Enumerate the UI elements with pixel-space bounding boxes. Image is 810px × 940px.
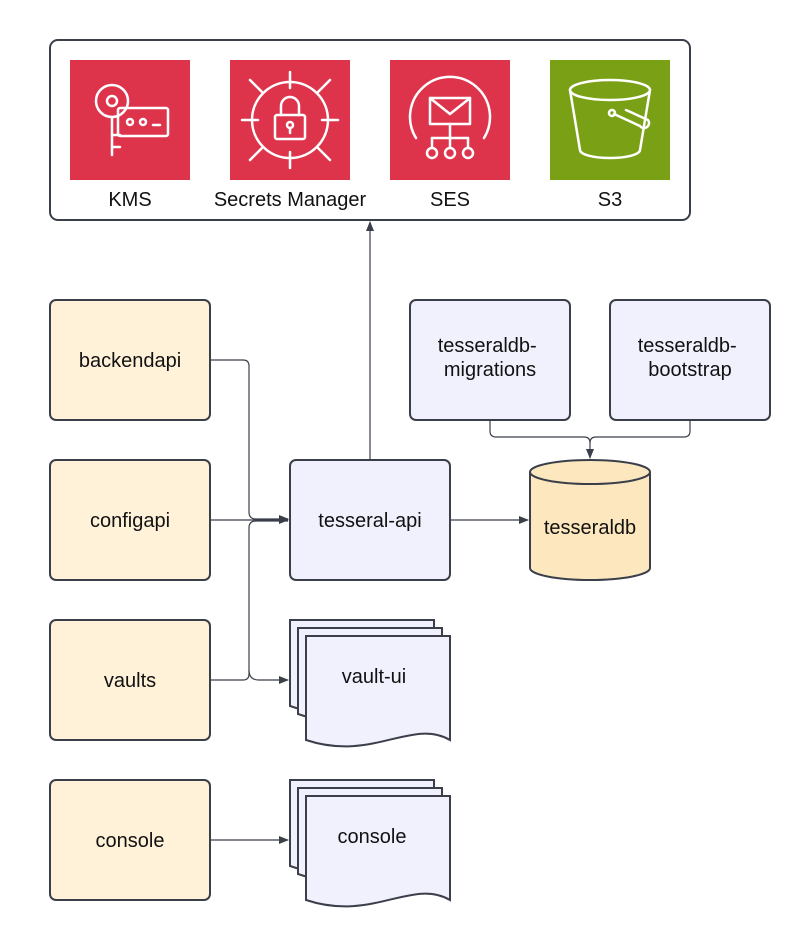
connectors	[210, 221, 691, 844]
ses-label: SES	[430, 189, 470, 211]
node-backendapi: backendapi	[49, 299, 211, 421]
tesseraldb-migrations-label: tesseraldb- migrations	[438, 335, 543, 381]
bucket-icon	[568, 78, 652, 160]
s3-tile	[550, 60, 670, 180]
aws-services-container	[49, 39, 691, 221]
console-ui-label: console	[338, 826, 407, 848]
console-box	[49, 779, 211, 901]
tesseraldb-label: tesseraldb	[544, 517, 636, 539]
backendapi-box	[49, 299, 211, 421]
tesseral-api-box	[289, 459, 451, 581]
tesseraldb-bootstrap-box	[609, 299, 771, 421]
aws-services-group: KMS Secrets Manager	[49, 39, 691, 221]
configapi-label: configapi	[90, 510, 170, 532]
node-vaults: vaults	[49, 619, 211, 741]
connector-backendapi-to-tesseral-api	[210, 359, 289, 523]
console-ui-page-front	[305, 795, 451, 908]
connector-vaults-to-vault-ui	[248, 669, 289, 684]
node-console-ui: console	[289, 779, 451, 908]
node-tesseraldb-migrations: tesseraldb- migrations	[409, 299, 571, 421]
kms-label: KMS	[108, 189, 151, 211]
secrets-manager-service: Secrets Manager	[214, 60, 367, 211]
tesseraldb-migrations-line-2: migrations	[444, 359, 536, 381]
s3-label: S3	[598, 189, 622, 211]
tesseraldb-migrations-box	[409, 299, 571, 421]
tesseraldb-cylinder-body	[529, 472, 651, 581]
tesseraldb-bootstrap-label: tesseraldb- bootstrap	[638, 335, 743, 381]
kms-service: KMS	[70, 60, 190, 211]
vault-ui-page-front	[305, 635, 451, 748]
node-tesseral-api: tesseral-api	[289, 459, 451, 581]
connector-migrations-to-tesseraldb	[489, 420, 594, 459]
connector-bootstrap-to-tesseraldb	[589, 420, 691, 444]
s3-service: S3	[550, 60, 670, 211]
configapi-box	[49, 459, 211, 581]
tesseraldb-bootstrap-line-1: tesseraldb-	[638, 335, 737, 357]
vaults-box	[49, 619, 211, 741]
tesseraldb-cylinder-top	[529, 459, 651, 485]
node-tesseraldb-bootstrap: tesseraldb- bootstrap	[609, 299, 771, 421]
lock-icon	[240, 70, 340, 170]
console-label: console	[96, 830, 165, 852]
envelope-icon	[408, 75, 492, 160]
backendapi-label: backendapi	[79, 350, 181, 372]
node-console: console	[49, 779, 211, 901]
node-tesseraldb: tesseraldb	[529, 459, 651, 581]
vaults-label: vaults	[104, 670, 156, 692]
node-vault-ui: vault-ui	[289, 619, 451, 748]
tesseraldb-migrations-line-1: tesseraldb-	[438, 335, 537, 357]
vault-ui-label: vault-ui	[342, 666, 406, 688]
tesseraldb-bootstrap-line-2: bootstrap	[648, 359, 731, 381]
ses-service: SES	[390, 60, 510, 211]
key-icon	[94, 83, 170, 157]
secrets-manager-label: Secrets Manager	[214, 189, 367, 211]
tesseral-api-label: tesseral-api	[318, 510, 421, 532]
connector-vaults-to-tesseral-api	[210, 520, 288, 681]
node-configapi: configapi	[49, 459, 211, 581]
